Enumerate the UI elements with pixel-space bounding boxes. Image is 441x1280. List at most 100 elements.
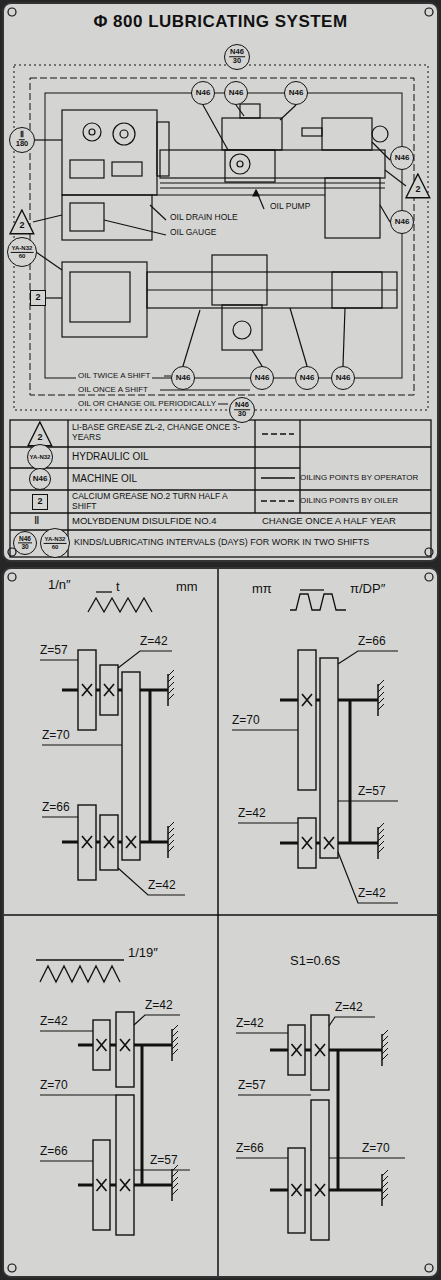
callout-text: N46	[196, 89, 211, 98]
callout-text: 180	[16, 141, 29, 149]
callout-circle: N46	[331, 366, 355, 390]
callout-circle: N46	[295, 366, 319, 390]
gear	[311, 1100, 329, 1240]
key-mark	[104, 836, 114, 848]
ground-hatch	[168, 828, 174, 834]
callout-text: YA-N32	[30, 454, 51, 461]
callout-text: 30	[21, 544, 28, 551]
gear-label: S1=0.6S	[290, 954, 340, 969]
leader-line	[329, 1157, 405, 1158]
callout-circle: N46	[171, 366, 195, 390]
ground-hatch	[382, 1182, 388, 1188]
callout-text: N46	[234, 401, 250, 410]
callout-text: N46	[176, 374, 191, 383]
part-label: OIL TWICE A SHIFT	[76, 371, 152, 380]
ground-hatch	[168, 834, 174, 840]
table-cell: MACHINE OIL	[72, 473, 137, 485]
gear-label: Z=42	[358, 887, 386, 901]
leader-line	[40, 1094, 116, 1095]
key-mark	[315, 1184, 325, 1196]
legend-item: OILING POINTS BY OPERATOR	[260, 473, 418, 482]
quadrant-arm	[141, 1045, 144, 1185]
thread-profiles	[36, 590, 346, 982]
legend-text: OILING POINTS BY OPERATOR	[300, 473, 418, 482]
ground-support	[377, 827, 379, 859]
ground-hatch	[168, 840, 174, 846]
gear-label: Z=42	[140, 635, 168, 649]
quadrant-arm	[349, 700, 352, 843]
lathe-side-view	[33, 104, 406, 240]
ground-support	[381, 1034, 383, 1066]
ground-hatch	[378, 823, 384, 829]
leader-line	[42, 744, 122, 745]
callout-circle: N46	[390, 146, 414, 170]
callout-triangle: 2	[9, 209, 35, 235]
ground-hatch	[378, 847, 384, 853]
ground-hatch	[382, 1030, 388, 1036]
callout-text: YA-N32	[44, 536, 67, 544]
gear	[116, 1012, 134, 1087]
leader-line	[338, 800, 398, 801]
line-sample	[260, 497, 296, 505]
callout-text: N46	[395, 218, 410, 227]
callout-text: 2	[19, 221, 24, 231]
leader-line	[338, 852, 398, 903]
ground-hatch	[168, 688, 174, 694]
lathe-plan-view	[36, 252, 397, 366]
callout-circle: N46	[250, 366, 274, 390]
ground-support	[171, 1169, 173, 1201]
gear	[78, 650, 96, 730]
callout-text: 60	[52, 543, 59, 550]
callout-circle: N46	[390, 210, 414, 234]
gear	[78, 805, 96, 880]
leader-line	[236, 1032, 288, 1033]
key-mark	[120, 1179, 130, 1191]
callout-circle: N4630	[229, 397, 256, 424]
table-cell: CHANGE ONCE A HALF YEAR	[262, 516, 396, 527]
gear	[311, 1015, 329, 1090]
bottom-plate	[2, 567, 439, 1278]
gear-label: Z=70	[362, 1142, 390, 1156]
gear	[93, 1140, 110, 1230]
gear-label: π/DP″	[350, 582, 385, 597]
ground-hatch	[172, 1177, 178, 1183]
key-mark	[104, 684, 114, 696]
ground-hatch	[382, 1036, 388, 1042]
table-cell: Ⅱ	[34, 514, 39, 527]
gear-label: Z=66	[358, 635, 386, 649]
part-label: OIL DRAIN HOLE	[168, 213, 240, 223]
callout-text: N46	[18, 535, 32, 543]
callout-text: N46	[229, 48, 245, 57]
callout-circle: N46	[29, 468, 51, 490]
gear-trains	[62, 650, 388, 1240]
gear-label: Z=57	[40, 644, 68, 658]
quadrant-arm	[337, 1050, 340, 1190]
ground-hatch	[168, 822, 174, 828]
leader-line	[329, 1017, 375, 1026]
key-mark	[97, 1179, 107, 1191]
callout-circle: N46	[224, 81, 248, 105]
gear-label: Z=66	[236, 1142, 264, 1156]
leader-line	[134, 1169, 190, 1170]
ground-hatch	[382, 1042, 388, 1048]
ground-hatch	[382, 1054, 388, 1060]
gear	[298, 650, 316, 790]
gear-label: Z=57	[358, 785, 386, 799]
callout-text: N46	[255, 374, 270, 383]
ground-hatch	[168, 670, 174, 676]
callout-circle: YA-N32	[27, 444, 53, 470]
ground-support	[171, 1029, 173, 1061]
ground-support	[377, 684, 379, 716]
gear	[298, 818, 316, 868]
ground-hatch	[168, 682, 174, 688]
leader-line	[40, 1160, 93, 1161]
legend-item: OILING POINTS BY OILER	[260, 496, 398, 505]
table-cell: MOLYBDENUM DISULFIDE NO.4	[72, 516, 216, 527]
ground-support	[167, 826, 169, 858]
gear-label: Z=42	[238, 807, 266, 821]
gear	[122, 672, 140, 860]
leader-line	[238, 1094, 311, 1095]
ground-hatch	[382, 1176, 388, 1182]
ground-hatch	[172, 1171, 178, 1177]
